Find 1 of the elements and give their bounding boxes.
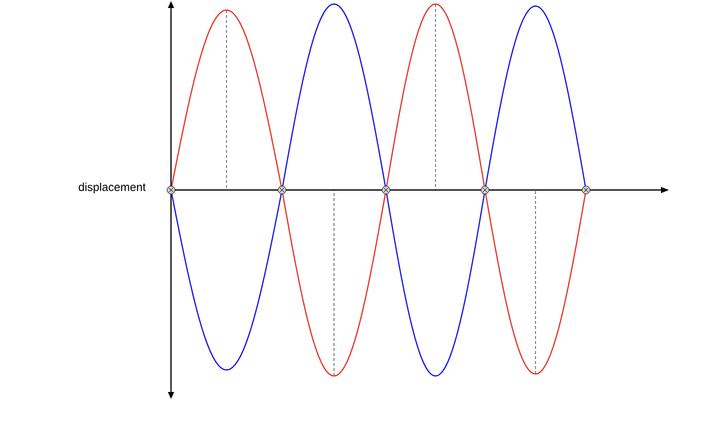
axis-label: displacement [78,182,146,194]
